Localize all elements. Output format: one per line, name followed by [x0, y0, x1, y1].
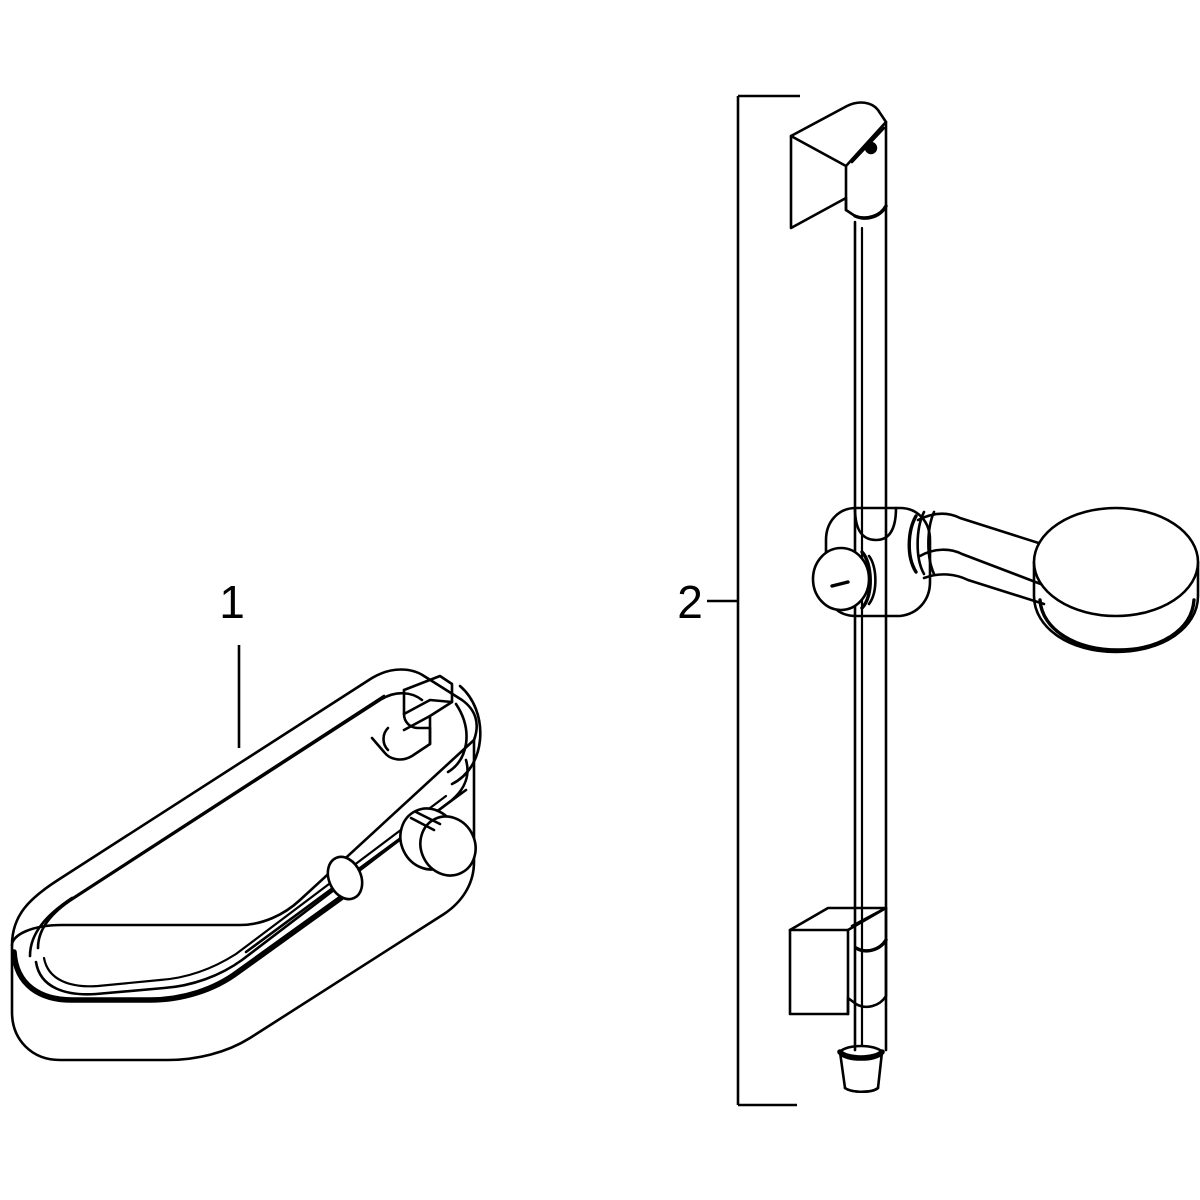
top-bracket-screw-hole [864, 141, 878, 155]
bottom-bracket-top-edge-inner [850, 908, 884, 928]
top-bracket-body [789, 101, 888, 230]
callout-2-group: 2 [677, 576, 738, 628]
arm-collar-3 [927, 510, 936, 576]
arm-top-edge [916, 512, 1050, 548]
slider-knob-slot [830, 580, 850, 588]
rail-end-cap [837, 1044, 885, 1094]
shelf-port-hole [326, 855, 364, 901]
knob-slot [414, 810, 442, 826]
head-side-wall [1032, 560, 1200, 654]
bottom-bracket-body [788, 906, 888, 1016]
bottom-bracket-front-edge [788, 928, 850, 1016]
rail-top-bracket [789, 101, 888, 230]
shelf-holder-notch [370, 674, 482, 786]
shelf-rim-highlight-left [11, 887, 355, 1003]
arm-collar-2 [916, 510, 926, 576]
shelf-inner-rim-second [28, 896, 74, 958]
shower-shelf-part [10, 668, 485, 1062]
callout-1-number: 1 [219, 576, 245, 628]
notch-block-lower-edge [402, 714, 432, 732]
top-bracket-front-edge [789, 134, 848, 212]
head-bottom-rim [1038, 598, 1196, 652]
arm-mid-edge [918, 548, 1048, 588]
knob-slot-2 [409, 816, 436, 832]
head-top-face [1032, 506, 1200, 618]
notch-hole-left [382, 726, 390, 752]
hand-shower-head [1032, 506, 1200, 654]
notch-upper-block [402, 674, 454, 746]
slider-knob-face[interactable] [811, 546, 871, 612]
shelf-top-face [10, 668, 478, 947]
top-bracket-bottom-curve [853, 204, 888, 220]
end-cap-bottom [843, 1086, 880, 1094]
shelf-body-depth [10, 738, 476, 1062]
arm-bottom-edge [922, 573, 1046, 606]
shelf-inner-rim-upper [36, 691, 424, 950]
shelf-top-edge-parallel [68, 694, 386, 902]
top-bracket-top-edge [844, 120, 888, 168]
slider-body [824, 506, 932, 618]
callout-1-group: 1 [219, 576, 245, 748]
slider-saddle [853, 506, 898, 542]
shelf-inner-trough [34, 758, 469, 996]
notch-claw-inner [446, 702, 468, 774]
slider-knob-ring-2 [867, 554, 877, 606]
end-cap-top-rim [837, 1049, 885, 1061]
end-cap-top-edge [838, 1044, 884, 1054]
rail-slider-holder[interactable] [811, 506, 932, 618]
shelf-inner-trough-offset [42, 794, 448, 988]
bottom-bracket-rail-curve [854, 938, 888, 953]
shower-arm [907, 510, 1050, 606]
notch-claw-outer [450, 684, 482, 786]
shelf-adjustment-knob[interactable] [390, 799, 485, 885]
notch-block-edge [402, 698, 454, 716]
callout-2-number: 2 [677, 576, 703, 628]
slider-knob-ring-1 [860, 550, 872, 610]
arm-collar-1 [907, 514, 918, 574]
shower-rail-part [788, 101, 1200, 1094]
rail-bottom-bracket [788, 906, 888, 1016]
